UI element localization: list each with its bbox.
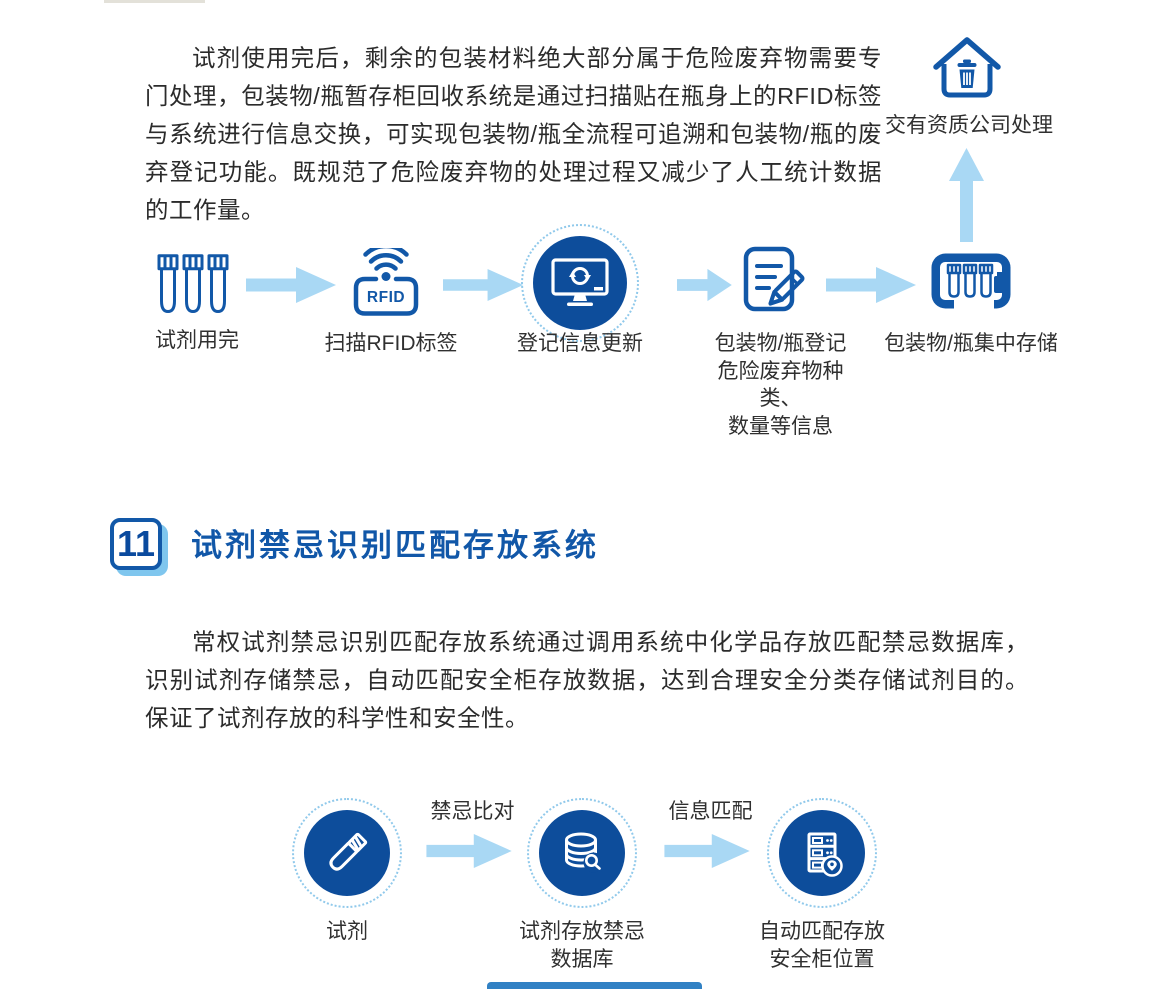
storage-box-icon <box>930 252 1012 318</box>
arrow-right-icon <box>662 833 754 869</box>
document-edit-icon <box>742 246 806 318</box>
cabinet-location-icon <box>779 810 865 896</box>
rfid-badge-text: RFID <box>367 289 405 306</box>
arrow-right-icon <box>443 266 525 304</box>
arrow-right-icon <box>826 266 918 304</box>
arrow-right-icon <box>246 266 338 304</box>
arrow-right-icon <box>424 833 516 869</box>
section10-paragraph: 试剂使用完后，剩余的包装材料绝大部分属于危险废弃物需要专门处理，包装物/瓶暂存柜… <box>145 45 882 223</box>
flow1-step4-label: 包装物/瓶登记 危险废弃物种类、 数量等信息 <box>714 332 847 438</box>
flow2-step3-label: 自动匹配存放 安全柜位置 <box>759 920 885 971</box>
flow2-step1-label: 试剂 <box>326 920 368 943</box>
flow1-step1-label: 试剂用完 <box>155 329 239 352</box>
flow2-step2-label: 试剂存放禁忌 数据库 <box>519 920 645 971</box>
house-trash-icon <box>932 36 1002 100</box>
test-tubes-icon <box>155 254 231 314</box>
reagent-tube-icon <box>304 810 390 896</box>
arrow-right-icon <box>677 268 733 302</box>
dotted-ring <box>527 798 637 908</box>
rfid-tag-icon: RFID <box>349 248 423 318</box>
disposal-label: 交有资质公司处理 <box>885 114 1053 137</box>
flow2-arrow1-label: 禁忌比对 <box>430 800 515 823</box>
flow2-arrow2-label: 信息匹配 <box>668 800 753 823</box>
monitor-refresh-icon <box>533 236 627 330</box>
flow1-step2-label: 扫描RFID标签 <box>324 332 458 355</box>
section11-paragraph: 常权试剂禁忌识别匹配存放系统通过调用系统中化学品存放匹配禁忌数据库，识别试剂存储… <box>145 629 1029 731</box>
section-number-badge: 11 <box>110 518 162 570</box>
section-title: 试剂禁忌识别匹配存放系统 <box>191 528 599 563</box>
bottom-divider-bar <box>487 982 702 989</box>
dotted-ring <box>521 224 639 342</box>
dotted-ring <box>767 798 877 908</box>
flow1-step5-label: 包装物/瓶集中存储 <box>884 332 1058 355</box>
up-arrow-icon <box>949 148 984 242</box>
flow1-step3-label: 登记信息更新 <box>517 332 643 355</box>
database-search-icon <box>539 810 625 896</box>
top-edge-remnant <box>104 0 205 3</box>
dotted-ring <box>292 798 402 908</box>
